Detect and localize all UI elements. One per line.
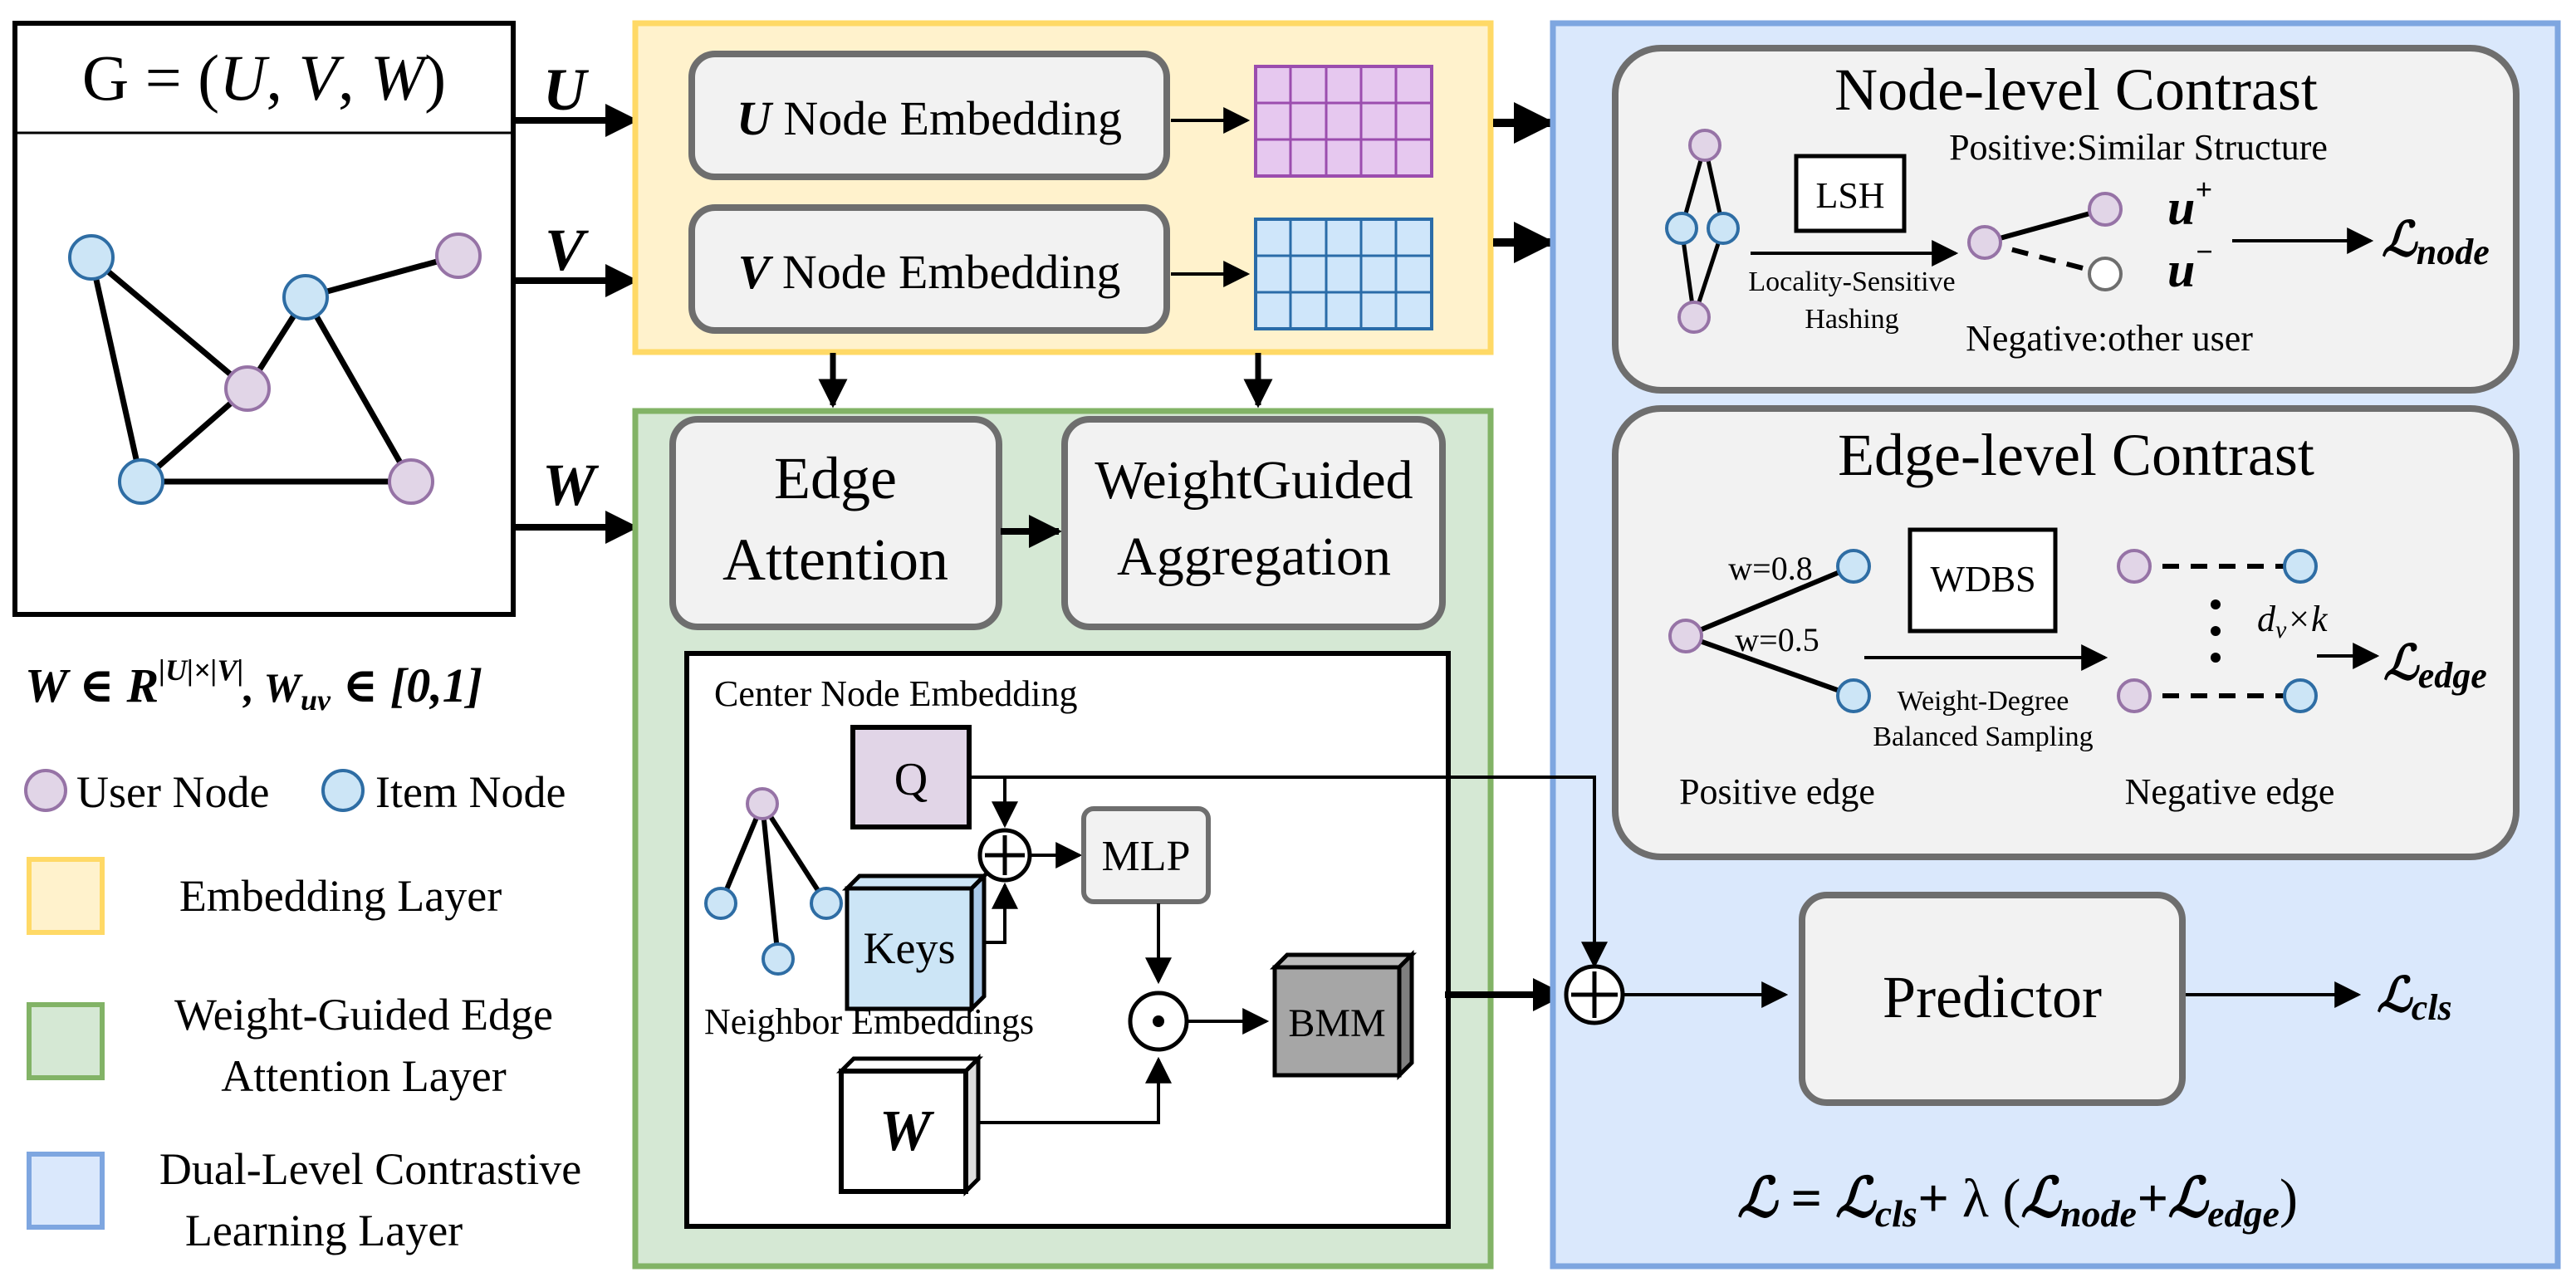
embedding-layer: U Node Embedding V Node Embedding [632, 20, 1494, 355]
legend-contrast-swatch [27, 1152, 105, 1230]
positive-edge-label: Positive edge [1679, 771, 1875, 812]
center-node-embedding-label: Center Node Embedding [714, 673, 1077, 714]
edge-contrast-title: Edge-level Contrast [1838, 422, 2314, 488]
graph-user-node [224, 365, 271, 412]
mlp-label: MLP [1102, 833, 1191, 880]
input-w-label: W [542, 452, 600, 518]
lsh-desc-line2: Hashing [1805, 304, 1898, 335]
dv-times-k: dv×k [2257, 599, 2329, 643]
predictor-label: Predictor [1883, 964, 2102, 1030]
predictor-box [1799, 892, 2186, 1106]
u-node-embedding-box [688, 51, 1170, 180]
loss-edge: ℒedge [2383, 636, 2487, 696]
loss-cls: ℒcls [2377, 968, 2452, 1028]
query-label: Q [894, 754, 928, 805]
legend-contrast-layer-line1: Dual-Level Contrastive [159, 1144, 581, 1194]
edge-attention-box [669, 416, 1002, 630]
graph-title: G = (U, V, W) [82, 42, 446, 114]
legend-item-node-icon [321, 769, 365, 812]
input-v-label: V [545, 217, 589, 283]
total-loss-equation: ℒ = ℒcls+ λ (ℒnode+ℒedge) [1737, 1168, 2298, 1235]
sum-operator [977, 828, 1032, 883]
node-diamond-graph [1665, 129, 1740, 334]
u-node-embedding-label: U Node Embedding [737, 91, 1122, 145]
wdbs-box [1908, 527, 2058, 634]
legend-attention-layer-line1: Weight-Guided Edge [174, 990, 553, 1040]
graph-item-node [68, 234, 115, 281]
v-embedding-matrix [1254, 218, 1433, 330]
contrastive-layer: Node-level Contrast Positive:Similar Str… [970, 20, 2561, 1270]
legend-contrast-layer-line2: Learning Layer [185, 1206, 463, 1255]
edge-weight-1: w=0.8 [1728, 550, 1812, 587]
bmm-label: BMM [1288, 1001, 1385, 1045]
combine-operator [1564, 964, 1625, 1025]
legend-attention-layer-line2: Attention Layer [221, 1051, 506, 1101]
edge-contrast-box [1612, 405, 2520, 860]
graph-box: G = (U, V, W) [12, 21, 516, 617]
lsh-box [1794, 154, 1907, 233]
wdbs-desc-line1: Weight-Degree [1898, 686, 2069, 717]
graph-user-node [435, 232, 482, 279]
lsh-desc-line1: Locality-Sensitive [1748, 267, 1955, 297]
u-positive: u+ [2167, 173, 2212, 235]
hadamard-operator [1128, 991, 1189, 1052]
legend-user-node: User Node [76, 767, 269, 817]
edge-attention-line2: Attention [722, 526, 948, 593]
lsh-label: LSH [1815, 175, 1884, 216]
legend-attention-swatch [27, 1002, 105, 1080]
edge-weight-2: w=0.5 [1735, 621, 1819, 658]
neighbor-tree [704, 787, 843, 976]
node-contrast-title: Node-level Contrast [1834, 56, 2318, 123]
wdbs-desc-line2: Balanced Sampling [1873, 722, 2093, 752]
positive-edges [1668, 549, 1871, 713]
graph-edges [88, 252, 459, 485]
graph-item-node [118, 458, 164, 505]
query-box [850, 725, 972, 829]
v-node-embedding-label: V Node Embedding [738, 245, 1121, 299]
legend-item-node: Item Node [375, 767, 566, 817]
keys-box: Keys [841, 870, 990, 1015]
node-positive-label: Positive:Similar Structure [1949, 127, 2328, 168]
legend-embedding-swatch [27, 857, 105, 935]
v-node-embedding-box [688, 204, 1170, 334]
edge-attention-line1: Edge [774, 445, 897, 511]
node-negative-label: Negative:other user [1966, 318, 2253, 359]
u-negative: u− [2167, 235, 2213, 297]
weight-matrix-box: W [835, 1053, 984, 1197]
keys-label: Keys [864, 923, 956, 973]
attention-layer: Edge Attention WeightGuided Aggregation … [632, 408, 1494, 1270]
legend-user-node-icon [24, 769, 67, 812]
attention-detail-box [684, 651, 1451, 1229]
graph-user-node [388, 458, 434, 505]
weight-constraint: W ∈ R|U|×|V|, Wuv ∈ [0,1] [25, 653, 482, 717]
u-embedding-matrix [1254, 65, 1433, 178]
weight-guided-line1: WeightGuided [1095, 450, 1413, 511]
weight-guided-line2: Aggregation [1117, 526, 1391, 587]
loss-node: ℒnode [2382, 213, 2490, 272]
node-pairs [1967, 192, 2123, 291]
legend: W ∈ R|U|×|V|, Wuv ∈ [0,1] User Node Item… [24, 653, 581, 1255]
wdbs-label: WDBS [1930, 559, 2035, 599]
weight-guided-aggregation-box [1061, 416, 1446, 630]
input-u-label: U [543, 56, 590, 123]
graph-item-node [282, 274, 329, 320]
negative-edge-label: Negative edge [2125, 771, 2335, 812]
legend-embedding-layer: Embedding Layer [179, 871, 502, 921]
mlp-box [1081, 806, 1211, 904]
input-arrows: U V W [515, 56, 639, 544]
w-label: W [879, 1099, 935, 1163]
bmm-box: BMM [1269, 949, 1418, 1081]
negative-edges [2117, 549, 2318, 713]
